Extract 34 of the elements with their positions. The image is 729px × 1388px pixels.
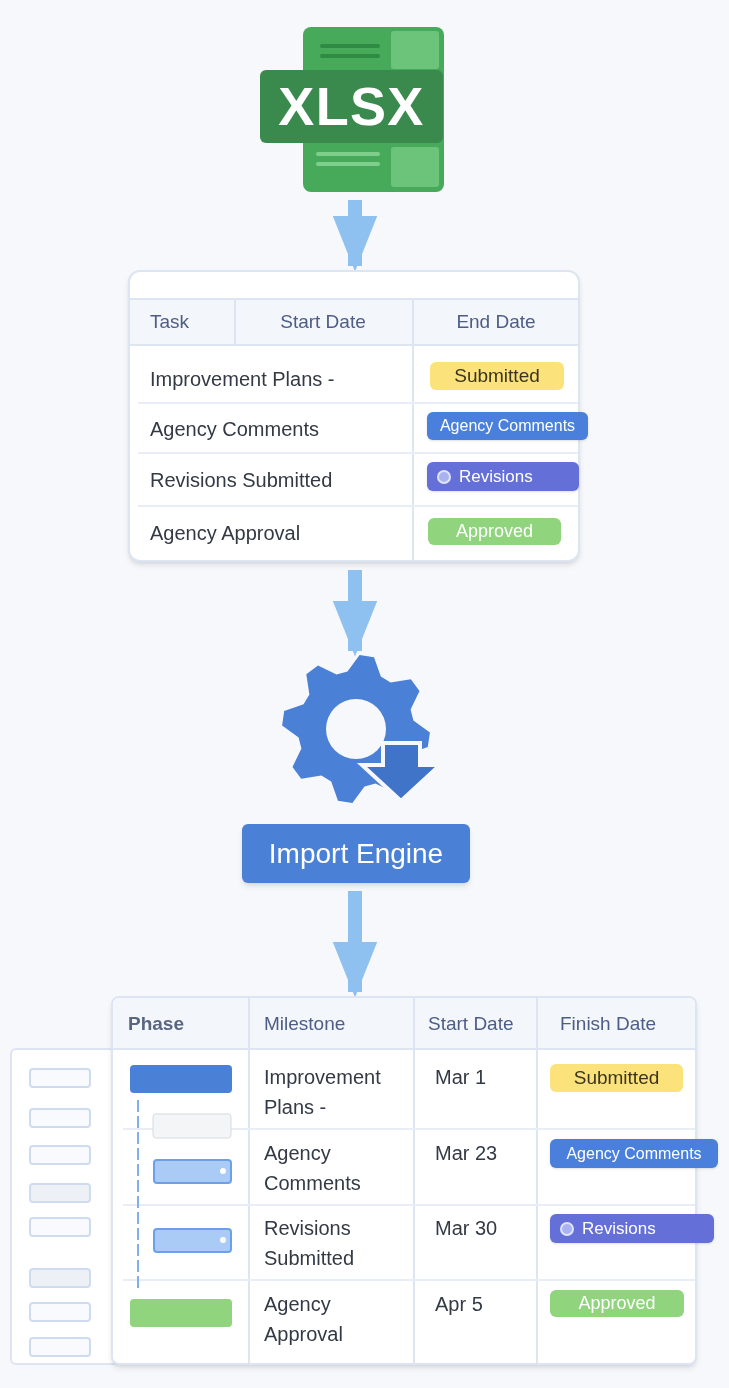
status-badge: Approved	[428, 518, 561, 545]
column-header: Start Date	[279, 309, 367, 334]
table-cell-text: Improvement Plans -	[150, 367, 336, 390]
table-cell-text: Improvement Plans -	[264, 1065, 382, 1120]
column-header: Start Date	[428, 1011, 515, 1036]
table-cell-text: Agency Comments	[150, 417, 320, 440]
process-box	[242, 824, 470, 883]
status-badge: Submitted	[550, 1064, 683, 1092]
table-cell-text: Revisions Submitted	[264, 1216, 356, 1271]
table-cell-text: Mar 30	[435, 1216, 499, 1241]
column-header: End Date	[455, 309, 537, 334]
status-badge: Agency Comments	[550, 1139, 718, 1168]
status-badge: Approved	[550, 1290, 684, 1317]
column-header: Milestone	[264, 1011, 347, 1036]
column-header: Phase	[128, 1011, 185, 1036]
status-badge: Revisions	[427, 462, 579, 491]
column-header: Task	[150, 309, 191, 334]
status-badge: Agency Comments	[427, 412, 588, 440]
status-badge: Revisions	[550, 1214, 714, 1243]
arrow	[332, 891, 378, 998]
source-table	[128, 270, 580, 562]
arrow	[332, 570, 378, 657]
arrow	[332, 200, 378, 272]
table-cell-text: Agency Approval	[150, 521, 302, 544]
process-label: Import Engine	[268, 836, 444, 871]
column-header: Finish Date	[560, 1011, 658, 1036]
table-cell-text: Mar 1	[435, 1065, 488, 1090]
table-cell-text: Agency Comments	[264, 1141, 362, 1196]
file-type-text: XLSX	[278, 75, 425, 138]
table-cell-text: Mar 23	[435, 1141, 499, 1166]
table-cell-text: Apr 5	[435, 1292, 484, 1317]
status-badge: Submitted	[430, 362, 564, 390]
table-cell-text: Revisions Submitted	[150, 468, 334, 491]
table-cell-text: Agency Approval	[264, 1292, 344, 1347]
